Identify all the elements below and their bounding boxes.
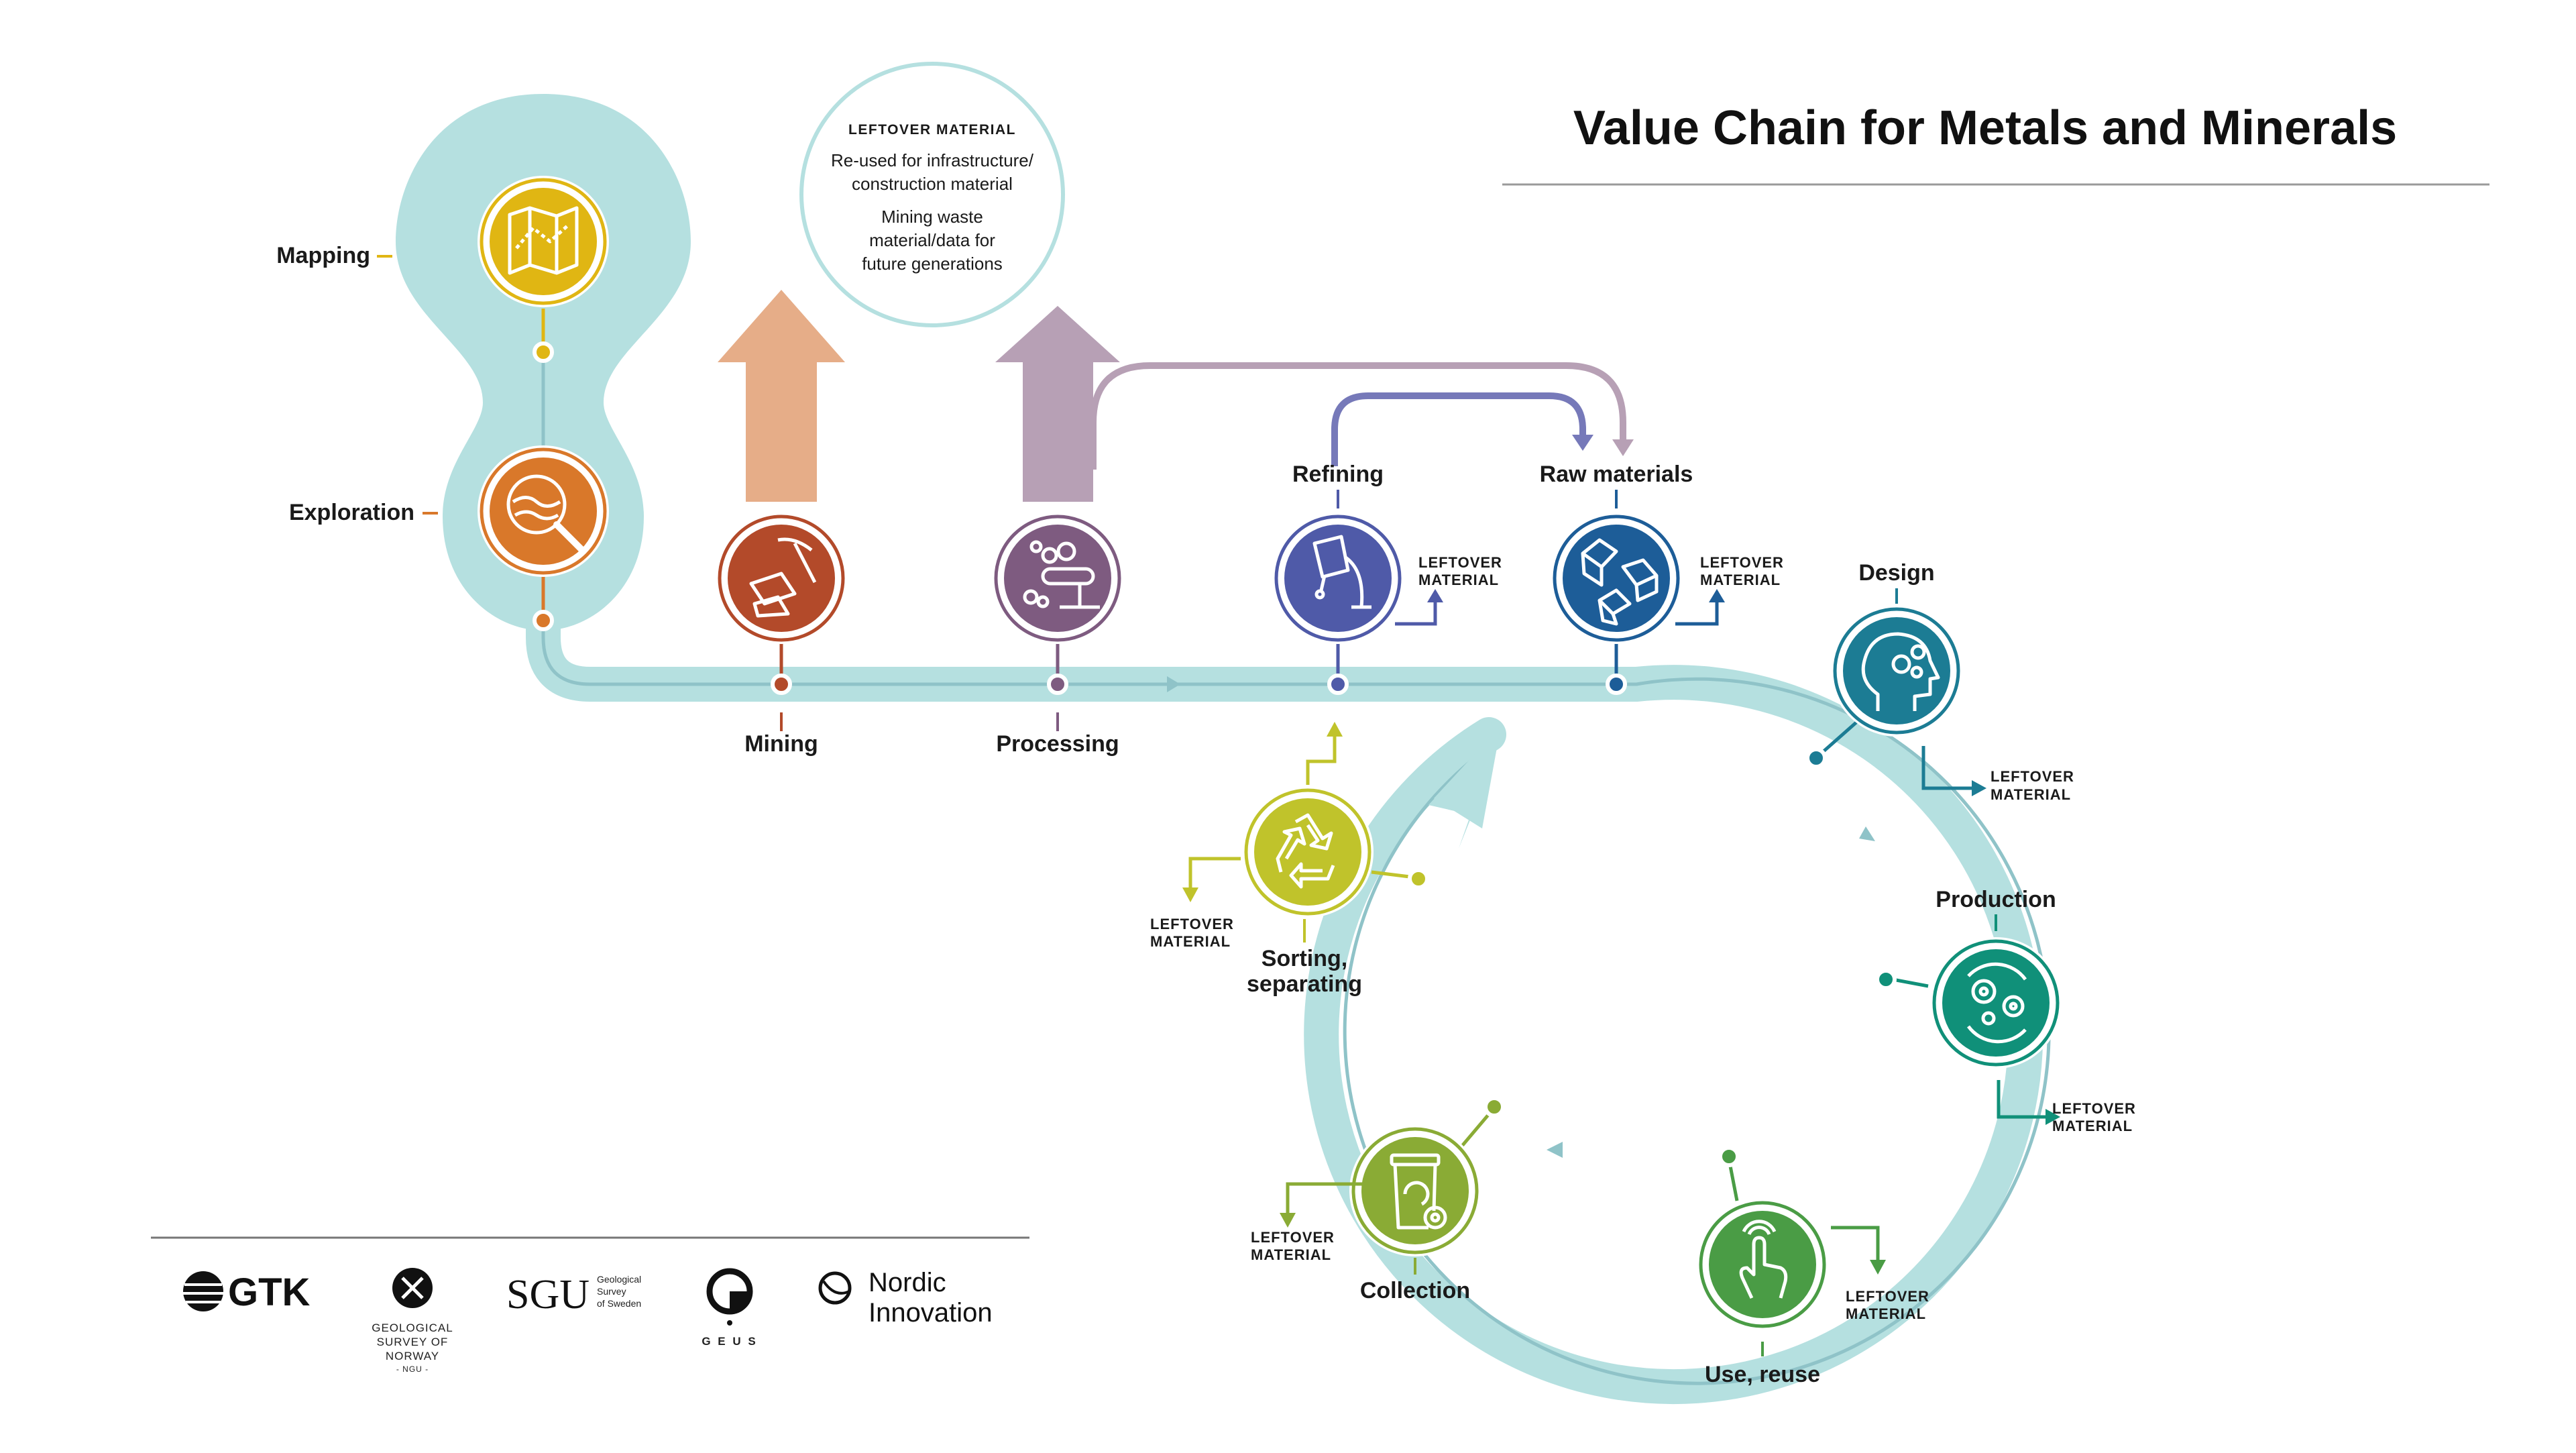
svg-text:LEFTOVER: LEFTOVER bbox=[1150, 916, 1234, 932]
svg-text:Nordic: Nordic bbox=[869, 1268, 946, 1297]
label-raw-materials: Raw materials bbox=[1540, 462, 1693, 487]
svg-text:MATERIAL: MATERIAL bbox=[1700, 572, 1781, 588]
leftover-note: LEFTOVER MATERIAL Re-used for infrastruc… bbox=[799, 62, 1065, 327]
svg-text:Mining waste: Mining waste bbox=[881, 207, 983, 227]
stage-sorting: Sorting, separating LEFTOVER MATERIAL bbox=[1150, 722, 1429, 997]
logo-geus: G E U S bbox=[702, 1268, 757, 1348]
label-processing: Processing bbox=[996, 731, 1119, 757]
label-production: Production bbox=[1936, 887, 2056, 912]
main-track bbox=[526, 586, 2051, 1405]
nordic-swirl-icon bbox=[818, 1271, 852, 1305]
map-icon bbox=[508, 206, 579, 275]
refining-to-raw-pipe bbox=[1331, 392, 1586, 466]
sorting-to-refining-arrow bbox=[1306, 722, 1343, 785]
svg-text:Innovation: Innovation bbox=[869, 1298, 993, 1328]
page-title: Value Chain for Metals and Minerals bbox=[1573, 101, 2397, 155]
svg-text:MATERIAL: MATERIAL bbox=[1846, 1305, 1926, 1322]
label-design: Design bbox=[1858, 560, 1934, 586]
svg-text:- NGU -: - NGU - bbox=[396, 1364, 429, 1374]
svg-text:of Sweden: of Sweden bbox=[597, 1298, 641, 1309]
svg-text:Re-used for infrastructure/: Re-used for infrastructure/ bbox=[831, 150, 1034, 170]
mining-arrow bbox=[718, 290, 845, 502]
svg-text:MATERIAL: MATERIAL bbox=[1251, 1246, 1331, 1263]
svg-text:LEFTOVER: LEFTOVER bbox=[1251, 1229, 1335, 1246]
label-collection: Collection bbox=[1360, 1278, 1470, 1303]
leftover-sorting: LEFTOVER MATERIAL bbox=[1150, 857, 1241, 950]
logo-ngu: GEOLOGICAL SURVEY OF NORWAY - NGU - bbox=[372, 1268, 453, 1374]
svg-text:NORWAY: NORWAY bbox=[386, 1350, 439, 1362]
stage-processing: Processing bbox=[992, 513, 1123, 757]
stage-mining: Mining bbox=[716, 513, 847, 757]
svg-text:future generations: future generations bbox=[862, 254, 1003, 274]
svg-text:MATERIAL: MATERIAL bbox=[2052, 1118, 2133, 1134]
svg-text:Geological: Geological bbox=[597, 1274, 641, 1285]
magnifier-icon bbox=[506, 474, 585, 553]
stage-raw-materials: Raw materials LEFTOVER MATERIAL bbox=[1540, 462, 1784, 695]
svg-text:GTK: GTK bbox=[228, 1271, 311, 1314]
svg-text:MATERIAL: MATERIAL bbox=[1991, 786, 2071, 803]
label-sorting-1: Sorting, bbox=[1262, 946, 1347, 971]
stage-exploration: Exploration bbox=[289, 445, 609, 631]
svg-text:SURVEY OF: SURVEY OF bbox=[377, 1336, 449, 1348]
label-exploration: Exploration bbox=[289, 500, 414, 525]
svg-text:material/data for: material/data for bbox=[869, 230, 995, 250]
recycle-bin-icon bbox=[1390, 1153, 1447, 1230]
gtk-globe-icon bbox=[183, 1271, 223, 1311]
stage-refining: Refining LEFTOVER MATERIAL bbox=[1272, 462, 1502, 695]
ladle-icon bbox=[1312, 535, 1371, 609]
svg-text:MATERIAL: MATERIAL bbox=[1418, 572, 1499, 588]
stage-collection: Collection LEFTOVER MATERIAL bbox=[1251, 1096, 1505, 1303]
svg-text:LEFTOVER: LEFTOVER bbox=[1700, 554, 1784, 571]
label-refining: Refining bbox=[1292, 462, 1384, 487]
recycle-icon bbox=[1276, 813, 1335, 889]
label-mapping: Mapping bbox=[276, 243, 370, 268]
processing-to-raw-pipe bbox=[1090, 362, 1626, 470]
stage-design: Design LEFTOVER MATERIAL bbox=[1805, 560, 2074, 803]
gears-icon bbox=[1966, 962, 2027, 1044]
leftover-refining: LEFTOVER MATERIAL bbox=[1395, 554, 1502, 626]
svg-text:Survey: Survey bbox=[597, 1286, 626, 1297]
logo-nordic-innovation: Nordic Innovation bbox=[818, 1268, 993, 1328]
mining-waste-arrow bbox=[718, 362, 721, 500]
svg-text:construction material: construction material bbox=[852, 174, 1013, 194]
svg-text:SGU: SGU bbox=[506, 1272, 590, 1317]
stage-mapping: Mapping bbox=[276, 176, 609, 363]
leftover-collection: LEFTOVER MATERIAL bbox=[1251, 1182, 1371, 1263]
logo-gtk: GTK bbox=[183, 1271, 311, 1314]
pickaxe-icon bbox=[749, 537, 817, 618]
leftover-use-reuse: LEFTOVER MATERIAL bbox=[1831, 1226, 1929, 1322]
svg-text:LEFTOVER: LEFTOVER bbox=[2052, 1100, 2136, 1117]
stage-production: Production LEFTOVER MATERIAL bbox=[1875, 887, 2136, 1134]
conveyor-icon bbox=[1023, 540, 1100, 609]
svg-text:G E U S: G E U S bbox=[702, 1335, 757, 1348]
svg-text:LEFTOVER MATERIAL: LEFTOVER MATERIAL bbox=[848, 122, 1016, 138]
head-gears-icon bbox=[1861, 632, 1940, 711]
svg-text:LEFTOVER: LEFTOVER bbox=[1846, 1288, 1929, 1305]
label-sorting-2: separating bbox=[1247, 971, 1362, 997]
logo-sgu: SGU Geological Survey of Sweden bbox=[506, 1272, 641, 1317]
svg-text:MATERIAL: MATERIAL bbox=[1150, 933, 1231, 950]
svg-text:LEFTOVER: LEFTOVER bbox=[1991, 768, 2074, 785]
stage-use-reuse: Use, reuse LEFTOVER MATERIAL bbox=[1697, 1146, 1929, 1387]
cubes-icon bbox=[1581, 538, 1659, 626]
leftover-raw-materials: LEFTOVER MATERIAL bbox=[1675, 554, 1784, 626]
leftover-design: LEFTOVER MATERIAL bbox=[1921, 746, 2074, 803]
svg-text:GEOLOGICAL: GEOLOGICAL bbox=[372, 1322, 453, 1334]
touch-hand-icon bbox=[1739, 1220, 1788, 1299]
label-use-reuse: Use, reuse bbox=[1705, 1362, 1820, 1387]
leftover-production: LEFTOVER MATERIAL bbox=[1997, 1080, 2136, 1134]
svg-text:LEFTOVER: LEFTOVER bbox=[1418, 554, 1502, 571]
processing-arrow bbox=[995, 306, 1120, 502]
label-mining: Mining bbox=[744, 731, 818, 757]
